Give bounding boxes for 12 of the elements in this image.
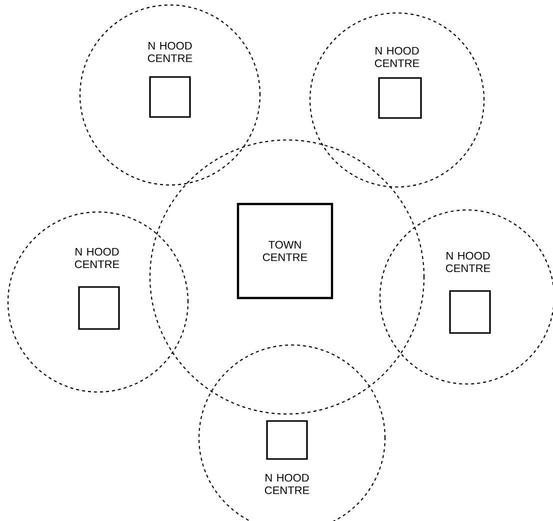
circle-label: N HOOD CENTRE [74, 248, 120, 268]
square [378, 77, 422, 119]
square [78, 286, 120, 330]
circle-label: N HOOD CENTRE [148, 42, 192, 62]
circle-label: N HOOD CENTRE [446, 252, 490, 272]
square [449, 290, 491, 334]
circle-label: N HOOD CENTRE [264, 474, 310, 494]
square [149, 76, 191, 118]
circle-label: N HOOD CENTRE [374, 46, 420, 68]
square: TOWN CENTRE [236, 202, 334, 300]
dashed-circle [149, 139, 425, 415]
square [266, 420, 308, 460]
